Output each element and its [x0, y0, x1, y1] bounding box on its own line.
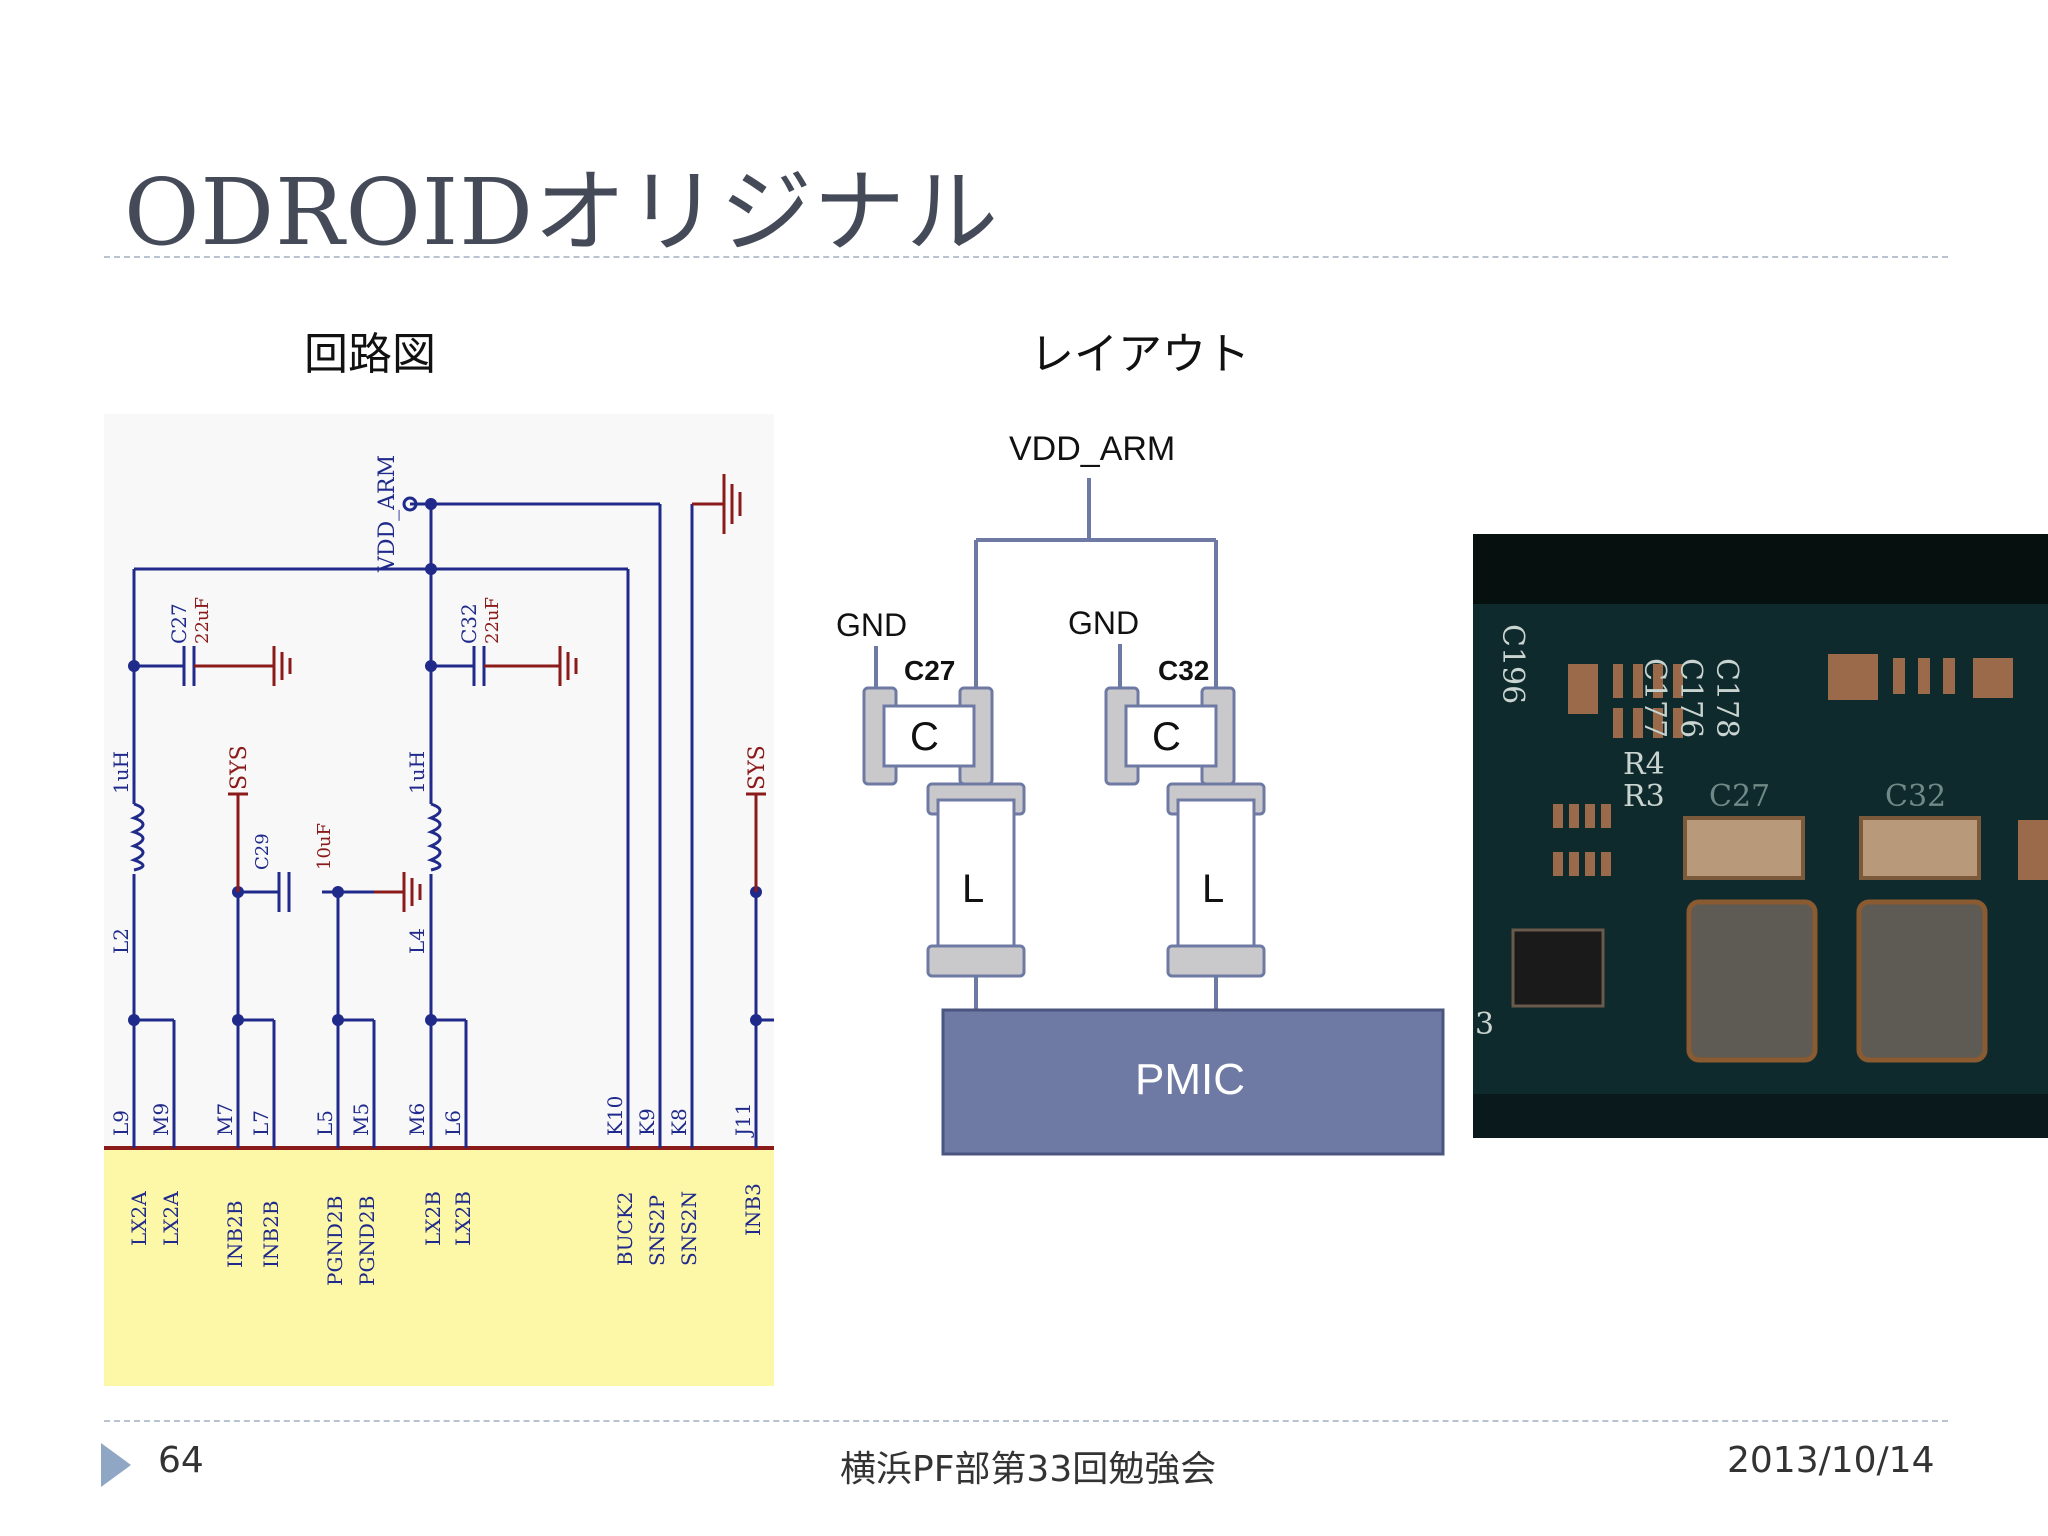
- silk-label: R3: [1623, 779, 1665, 814]
- pin-name: INB2B: [223, 1200, 247, 1268]
- pin-numbers: L9 M9 M7 L7 L5 M5 M6 L6 K10 K9 K8 J11: [109, 1096, 755, 1138]
- layout-diagram: VDD_ARM GND GND C27 C32 C C L L: [836, 430, 1445, 1156]
- c27-ref-label: C27: [167, 603, 191, 644]
- vdd-arm-label: VDD_ARM: [375, 455, 400, 573]
- pcb-ic: [1511, 928, 1605, 1008]
- layout-cap-c32: C: [1104, 686, 1236, 786]
- page-number: 64: [158, 1440, 204, 1481]
- layout-inductor-left: L: [926, 782, 1026, 978]
- pcb-photo: C196 C177 C176 C178 R4 R3 C27 C32 3: [1473, 534, 2048, 1138]
- layout-vdd-label: VDD_ARM: [1009, 430, 1175, 468]
- layout-inductor-right: L: [1166, 782, 1266, 978]
- layout-cap-c27: C: [862, 686, 994, 786]
- silk-label: C176: [1673, 658, 1708, 738]
- pin-number: K9: [635, 1108, 659, 1136]
- pin-name: PGND2B: [355, 1196, 379, 1286]
- layout-gnd-left: GND: [836, 607, 907, 643]
- pin-number: L5: [313, 1110, 337, 1136]
- layout-c27-label: C27: [904, 655, 955, 686]
- pin-number: J11: [731, 1103, 755, 1138]
- l4-value-label: 1uH: [405, 751, 429, 794]
- wires: [129, 502, 774, 1148]
- l4-ref-label: L4: [405, 928, 429, 954]
- pmic-label: PMIC: [1135, 1055, 1245, 1104]
- pin-name: LX2B: [451, 1191, 475, 1246]
- pcb-inductor-left: [1686, 899, 1818, 1063]
- cap-symbol: C: [1152, 715, 1181, 759]
- inductor-symbol: L: [1202, 867, 1224, 911]
- c32-value-label: 22uF: [482, 597, 503, 644]
- ground-symbols: [194, 474, 766, 912]
- pin-number: K8: [667, 1108, 691, 1136]
- l2-value-label: 1uH: [109, 751, 133, 794]
- pcb-inductor-right: [1856, 899, 1988, 1063]
- footer-divider: [104, 1420, 1948, 1422]
- layout-gnd-right: GND: [1068, 605, 1139, 641]
- slide-title: ODROIDオリジナル: [124, 159, 999, 266]
- c32-ref-label: C32: [457, 603, 481, 644]
- date: 2013/10/14: [1727, 1440, 1935, 1481]
- footer-arrow-icon: [101, 1443, 131, 1487]
- pcb-cap-c27: [1683, 816, 1805, 880]
- pin-number: M7: [213, 1103, 237, 1136]
- c29-ref-label: C29: [252, 833, 273, 870]
- silk-label: 3: [1475, 1007, 1494, 1042]
- pin-name: LX2A: [127, 1191, 151, 1246]
- layout-heading: レイアウト: [1030, 329, 1250, 380]
- silk-label: C196: [1495, 624, 1530, 704]
- pin-name: INB3: [741, 1183, 765, 1236]
- pin-name: PGND2B: [323, 1196, 347, 1286]
- pin-area: [104, 1148, 774, 1386]
- pin-number: L7: [249, 1110, 273, 1136]
- l2-ref-label: L2: [109, 928, 133, 954]
- pin-name: SNS2N: [677, 1191, 701, 1266]
- silk-label: C32: [1885, 779, 1946, 814]
- c27-value-label: 22uF: [192, 597, 213, 644]
- sys-label-right: SYS: [745, 745, 770, 790]
- pin-number: L6: [441, 1110, 465, 1136]
- pin-number: L9: [109, 1110, 133, 1136]
- silk-label: C178: [1709, 658, 1744, 738]
- pin-name: BUCK2: [613, 1191, 637, 1266]
- silk-label: R4: [1623, 747, 1665, 782]
- pin-number: M6: [405, 1103, 429, 1136]
- title-divider: [104, 256, 1948, 258]
- event-name: 横浜PF部第33回勉強会: [840, 1449, 1217, 1490]
- pin-name: SNS2P: [645, 1195, 669, 1266]
- inductor-symbol: L: [962, 867, 984, 911]
- pin-number: M9: [149, 1103, 173, 1136]
- pcb-cap-c32: [1859, 816, 1981, 880]
- pcb-silkscreen: C196 C177 C176 C178 R4 R3 C27 C32 3: [1475, 624, 1946, 1042]
- pin-number: M5: [349, 1103, 373, 1136]
- silk-label: C27: [1709, 779, 1770, 814]
- cap-symbol: C: [910, 715, 939, 759]
- c29-value-label: 10uF: [314, 823, 335, 870]
- pin-names: LX2A LX2A INB2B INB2B PGND2B PGND2B LX2B…: [127, 1183, 765, 1286]
- pmic-block: [941, 1008, 1445, 1156]
- schematic-diagram: VDD_ARM C27 22uF C32 22uF C29 10uF 1uH L…: [104, 414, 774, 1386]
- junction-dots: [128, 498, 762, 1026]
- layout-c32-label: C32: [1158, 655, 1209, 686]
- pcb-pads: [1553, 654, 2048, 880]
- pin-name: INB2B: [259, 1200, 283, 1268]
- sys-label-left: SYS: [227, 745, 252, 790]
- pin-number: K10: [603, 1096, 627, 1136]
- pin-name: LX2B: [421, 1191, 445, 1246]
- pin-name: LX2A: [159, 1191, 183, 1246]
- schematic-heading: 回路図: [304, 329, 436, 380]
- silk-label: C177: [1637, 658, 1672, 738]
